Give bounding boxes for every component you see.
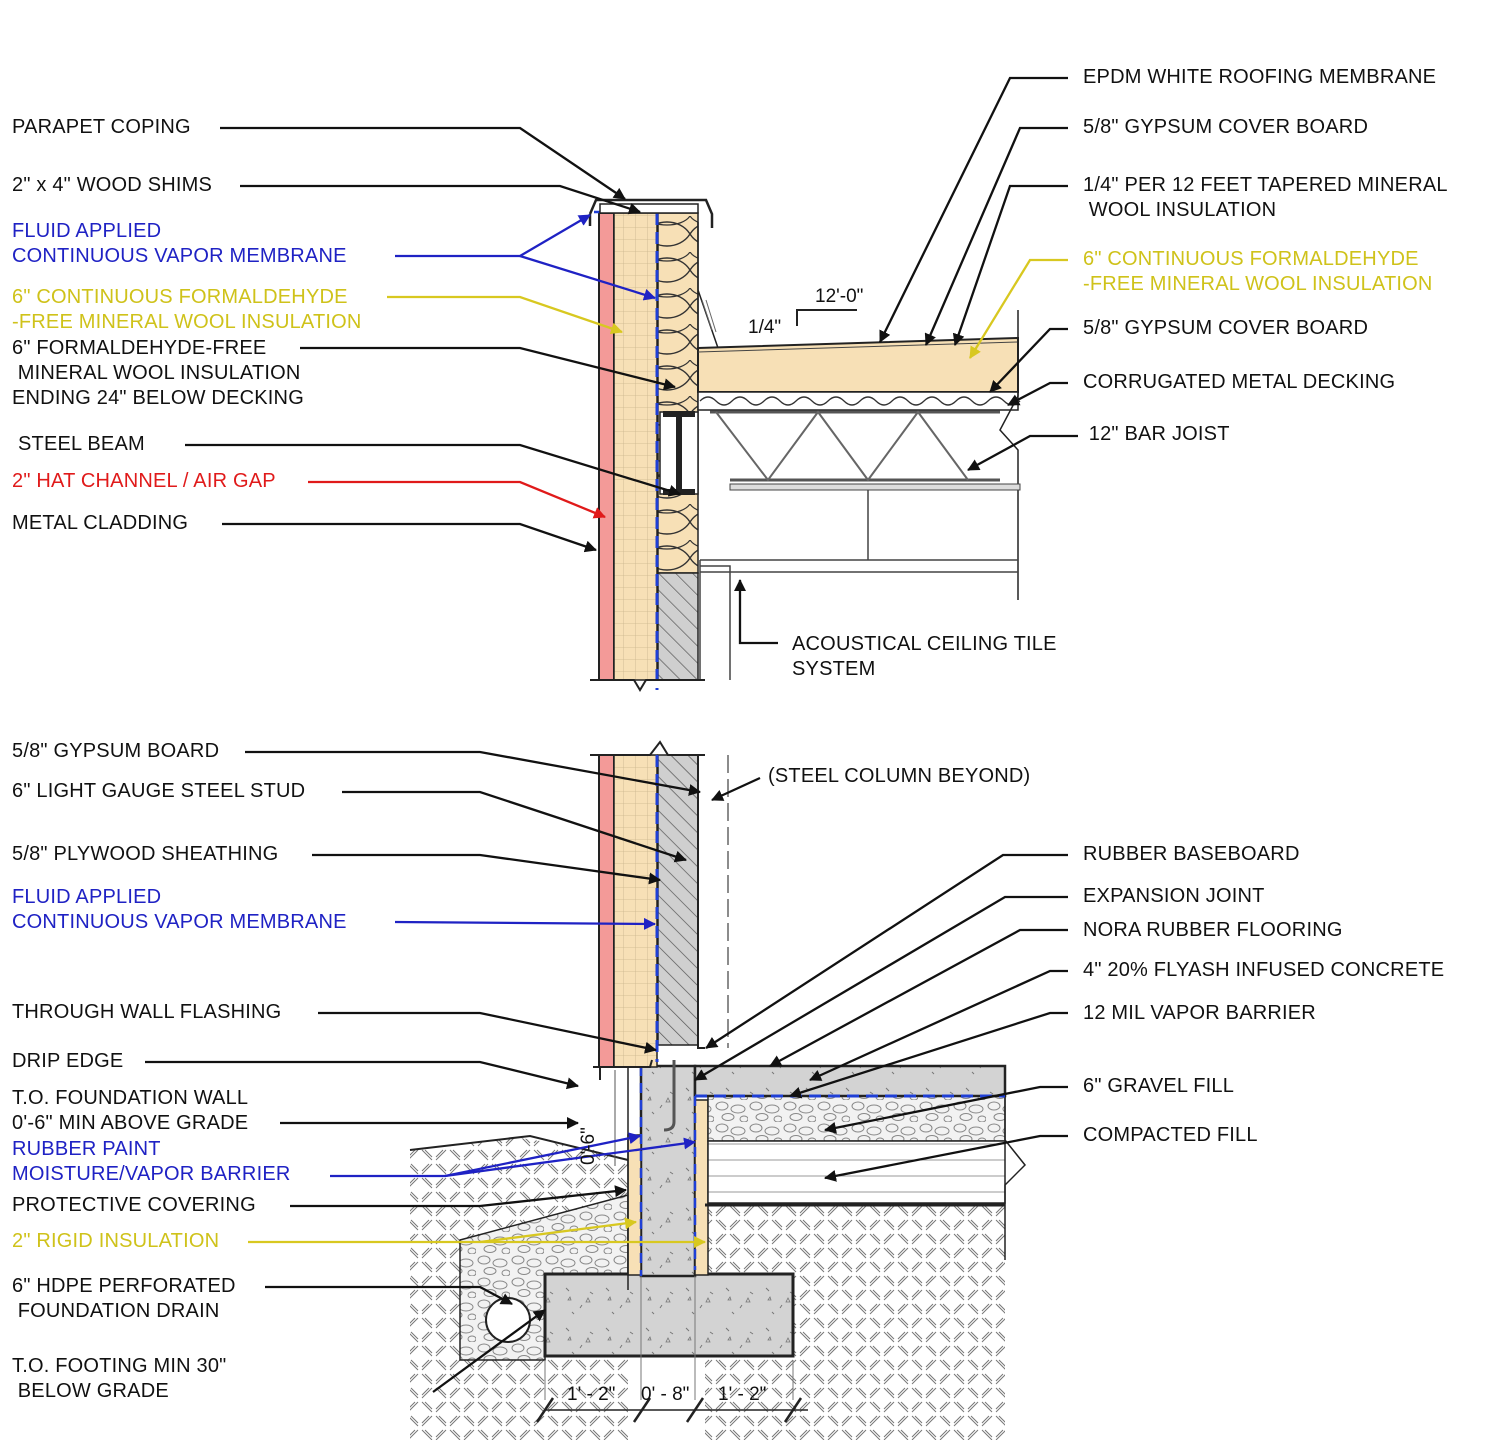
label-baseboard: RUBBER BASEBOARD — [1083, 843, 1300, 865]
dim-footing-right: 1' - 2" — [718, 1384, 767, 1405]
dim-footing-left: 1' - 2" — [567, 1384, 616, 1405]
label-vapor-membrane-3: FLUID APPLIED — [12, 886, 162, 908]
label-tapered-1: 1/4" PER 12 FEET TAPERED MINERAL — [1083, 174, 1448, 196]
label-vapor-barrier: 12 MIL VAPOR BARRIER — [1083, 1002, 1316, 1024]
label-footing-2: BELOW GRADE — [12, 1380, 169, 1402]
label-tapered-2: WOOL INSULATION — [1083, 199, 1277, 221]
slope-rise-label: 1/4" — [748, 317, 782, 338]
leaders-upper — [185, 76, 1078, 645]
slope-run-label: 12'-0" — [815, 286, 864, 307]
label-parapet-coping: PARAPET COPING — [12, 116, 191, 138]
label-footing-1: T.O. FOOTING MIN 30" — [12, 1355, 227, 1377]
label-vapor-membrane-4: CONTINUOUS VAPOR MEMBRANE — [12, 911, 347, 933]
label-wall-insulation-1: 6" FORMALDEHYDE-FREE — [12, 337, 267, 359]
label-rubber-paint-2: MOISTURE/VAPOR BARRIER — [12, 1163, 291, 1185]
label-metal-cladding: METAL CLADDING — [12, 512, 189, 534]
label-cover-board-top: 5/8" GYPSUM COVER BOARD — [1083, 116, 1369, 138]
dim-wall-height: 0'-6" — [578, 1127, 599, 1165]
label-cont-insulation-2: -FREE MINERAL WOOL INSULATION — [12, 311, 362, 333]
label-plywood: 5/8" PLYWOOD SHEATHING — [12, 843, 279, 865]
label-steel-stud: 6" LIGHT GAUGE STEEL STUD — [12, 780, 306, 802]
label-column-beyond: (STEEL COLUMN BEYOND) — [768, 765, 1031, 787]
label-wall-insulation-3: ENDING 24" BELOW DECKING — [12, 387, 304, 409]
label-rigid-insulation: 2" RIGID INSULATION — [12, 1230, 220, 1252]
label-wall-insulation-2: MINERAL WOOL INSULATION — [12, 362, 301, 384]
label-expansion-joint: EXPANSION JOINT — [1083, 885, 1265, 907]
label-decking: CORRUGATED METAL DECKING — [1083, 371, 1396, 393]
label-ceiling-1: ACOUSTICAL CEILING TILE — [792, 633, 1057, 655]
label-roof-insulation-2: -FREE MINERAL WOOL INSULATION — [1083, 273, 1433, 295]
label-ceiling-2: SYSTEM — [792, 658, 876, 680]
label-cont-insulation-1: 6" CONTINUOUS FORMALDEHYDE — [12, 286, 348, 308]
label-to-foundation-2: 0'-6" MIN ABOVE GRADE — [12, 1112, 249, 1134]
leaders-lower — [145, 750, 1068, 1393]
label-epdm: EPDM WHITE ROOFING MEMBRANE — [1083, 66, 1437, 88]
label-to-foundation-1: T.O. FOUNDATION WALL — [12, 1087, 249, 1109]
label-protective: PROTECTIVE COVERING — [12, 1194, 256, 1216]
label-concrete: 4" 20% FLYASH INFUSED CONCRETE — [1083, 959, 1445, 981]
label-hat-channel: 2" HAT CHANNEL / AIR GAP — [12, 470, 276, 492]
label-roof-insulation-1: 6" CONTINUOUS FORMALDEHYDE — [1083, 248, 1419, 270]
label-bar-joist: 12" BAR JOIST — [1083, 423, 1230, 445]
label-gypsum-board: 5/8" GYPSUM BOARD — [12, 740, 220, 762]
label-drain-1: 6" HDPE PERFORATED — [12, 1275, 236, 1297]
label-drain-2: FOUNDATION DRAIN — [12, 1300, 220, 1322]
label-compacted: COMPACTED FILL — [1083, 1124, 1258, 1146]
label-steel-beam: STEEL BEAM — [18, 433, 145, 455]
label-flashing: THROUGH WALL FLASHING — [12, 1001, 282, 1023]
label-flooring: NORA RUBBER FLOORING — [1083, 919, 1343, 941]
label-wood-shims: 2" x 4" WOOD SHIMS — [12, 174, 213, 196]
label-drip-edge: DRIP EDGE — [12, 1050, 124, 1072]
roof-parapet-detail — [588, 198, 1021, 692]
foundation-detail — [409, 740, 1027, 1440]
label-cover-board-bottom: 5/8" GYPSUM COVER BOARD — [1083, 317, 1369, 339]
label-vapor-membrane-1: FLUID APPLIED — [12, 220, 162, 242]
dim-wall-width: 0' - 8" — [641, 1384, 690, 1405]
label-gravel: 6" GRAVEL FILL — [1083, 1075, 1235, 1097]
label-rubber-paint-1: RUBBER PAINT — [12, 1138, 161, 1160]
label-vapor-membrane-2: CONTINUOUS VAPOR MEMBRANE — [12, 245, 347, 267]
